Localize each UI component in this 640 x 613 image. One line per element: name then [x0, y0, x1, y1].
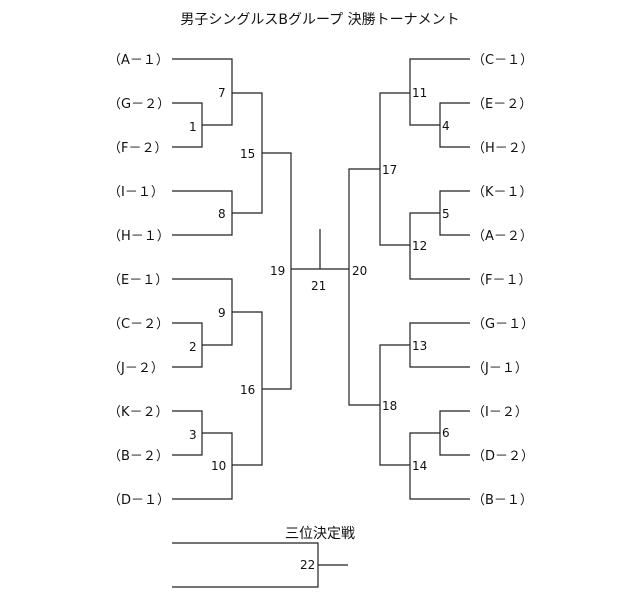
line-left-match-10	[172, 432, 233, 500]
left-team-3: （F－２）	[108, 141, 167, 156]
match-number-8: 8	[218, 207, 226, 221]
right-team-3: （H－２）	[472, 141, 534, 156]
line-left-match-2	[172, 322, 203, 368]
line-right-match-20	[348, 168, 380, 406]
match-number-2: 2	[189, 340, 197, 354]
match-number-16: 16	[240, 383, 255, 397]
right-team-2: （E－２）	[472, 97, 532, 112]
match-number-20: 20	[352, 264, 367, 278]
line-left-match-3	[172, 410, 203, 456]
right-team-4: （K－１）	[472, 185, 533, 200]
line-right-match-12	[409, 212, 470, 280]
match-number-21: 21	[311, 279, 326, 293]
left-team-11: （D－１）	[108, 493, 170, 508]
third-place-title: 三位決定戦	[285, 526, 355, 542]
left-team-8: （J－２）	[108, 361, 164, 376]
line-third-place	[172, 542, 319, 588]
right-team-5: （A－２）	[472, 229, 533, 244]
right-team-8: （J－１）	[472, 361, 528, 376]
left-team-2: （G－２）	[108, 97, 170, 112]
left-team-4: （I－１）	[108, 185, 164, 200]
match-number-11: 11	[412, 86, 427, 100]
right-team-7: （G－１）	[472, 317, 534, 332]
match-number-7: 7	[218, 86, 226, 100]
match-number-12: 12	[412, 239, 427, 253]
right-team-1: （C－１）	[472, 53, 533, 68]
line-right-match-18	[379, 344, 410, 466]
match-number-13: 13	[412, 339, 427, 353]
match-number-17: 17	[382, 163, 397, 177]
match-number-10: 10	[211, 459, 226, 473]
right-team-6: （F－１）	[472, 273, 531, 288]
right-team-11: （B－１）	[472, 493, 533, 508]
match-number-1: 1	[189, 120, 197, 134]
left-team-6: （E－１）	[108, 273, 168, 288]
line-left-match-19	[262, 152, 292, 390]
left-team-10: （B－２）	[108, 449, 169, 464]
right-team-9: （I－２）	[472, 405, 528, 420]
right-team-10: （D－２）	[472, 449, 534, 464]
page-title: 男子シングルスBグループ 決勝トーナメント	[180, 12, 459, 28]
line-left-match-8	[172, 190, 233, 236]
match-number-22: 22	[300, 558, 315, 572]
match-number-3: 3	[189, 428, 197, 442]
match-number-6: 6	[442, 426, 450, 440]
match-number-18: 18	[382, 399, 397, 413]
line-left-match-16	[232, 311, 263, 466]
match-number-4: 4	[442, 119, 450, 133]
line-right-match-11	[409, 58, 470, 126]
left-team-5: （H－１）	[108, 229, 170, 244]
left-team-1: （A－１）	[108, 53, 169, 68]
match-number-14: 14	[412, 459, 427, 473]
line-right-match-14	[409, 432, 470, 500]
match-number-9: 9	[218, 306, 226, 320]
match-number-15: 15	[240, 147, 255, 161]
left-team-9: （K－２）	[108, 405, 169, 420]
line-right-match-4	[439, 102, 470, 148]
left-team-7: （C－２）	[108, 317, 169, 332]
line-left-match-7	[172, 58, 233, 126]
bracket-lines	[172, 58, 470, 588]
match-number-5: 5	[442, 207, 450, 221]
match-number-19: 19	[270, 264, 285, 278]
line-left-match-1	[172, 102, 203, 148]
